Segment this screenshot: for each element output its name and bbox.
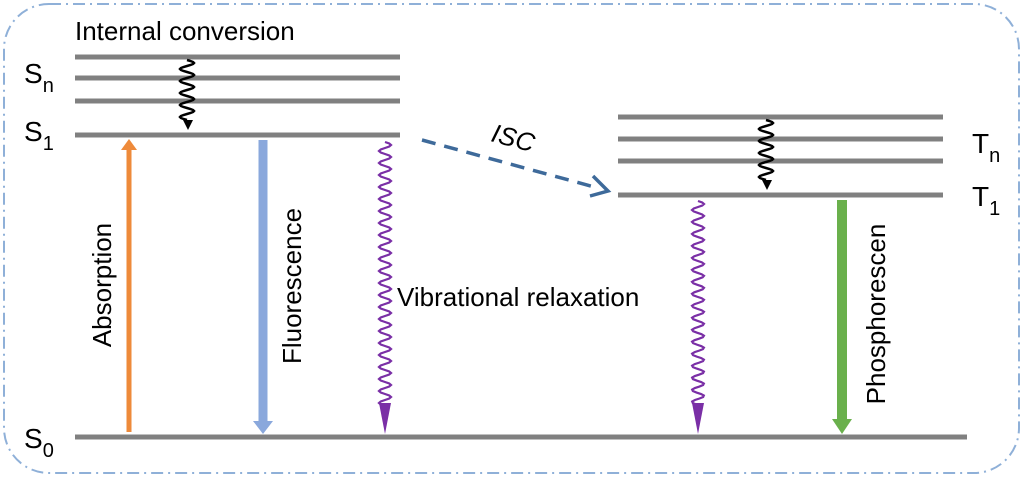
absorption-label: Absorption [87,223,117,347]
internal-conversion-arrow-triplet [757,118,775,182]
vibrational-relaxation-arrow-singlet [377,140,393,408]
vibrational-relaxation-label: Vibrational relaxation [397,282,639,312]
isc-label: ISC [488,118,538,158]
vibrational-relaxation-arrow-triplet [690,199,706,408]
phosphorescence-arrowhead [832,419,852,434]
triplet-levels [618,114,943,198]
internal-conversion-arrowhead-triplet [762,180,772,190]
t1-label: T1 [972,181,1000,220]
isc-arrow [421,138,599,190]
vibrational-relaxation-arrowhead-singlet [379,403,391,434]
frame-border [3,3,1020,474]
fluorescence-label: Fluorescence [277,208,307,364]
internal-conversion-label: Internal conversion [75,16,295,46]
vibrational-relaxation-arrowhead-triplet [692,403,704,434]
absorption-arrowhead [121,139,137,150]
fluorescence-arrowhead [253,421,273,434]
singlet-levels [75,54,967,440]
isc-arrowhead [589,174,612,198]
s1-label: S1 [24,116,54,155]
sn-label: Sn [24,58,54,97]
internal-conversion-arrow-singlet [178,58,196,122]
tn-label: Tn [972,128,1000,167]
internal-conversion-arrowhead-singlet [183,120,193,130]
phosphorescence-label: Phosphorescen [861,224,891,405]
s0-label: S0 [24,423,54,462]
